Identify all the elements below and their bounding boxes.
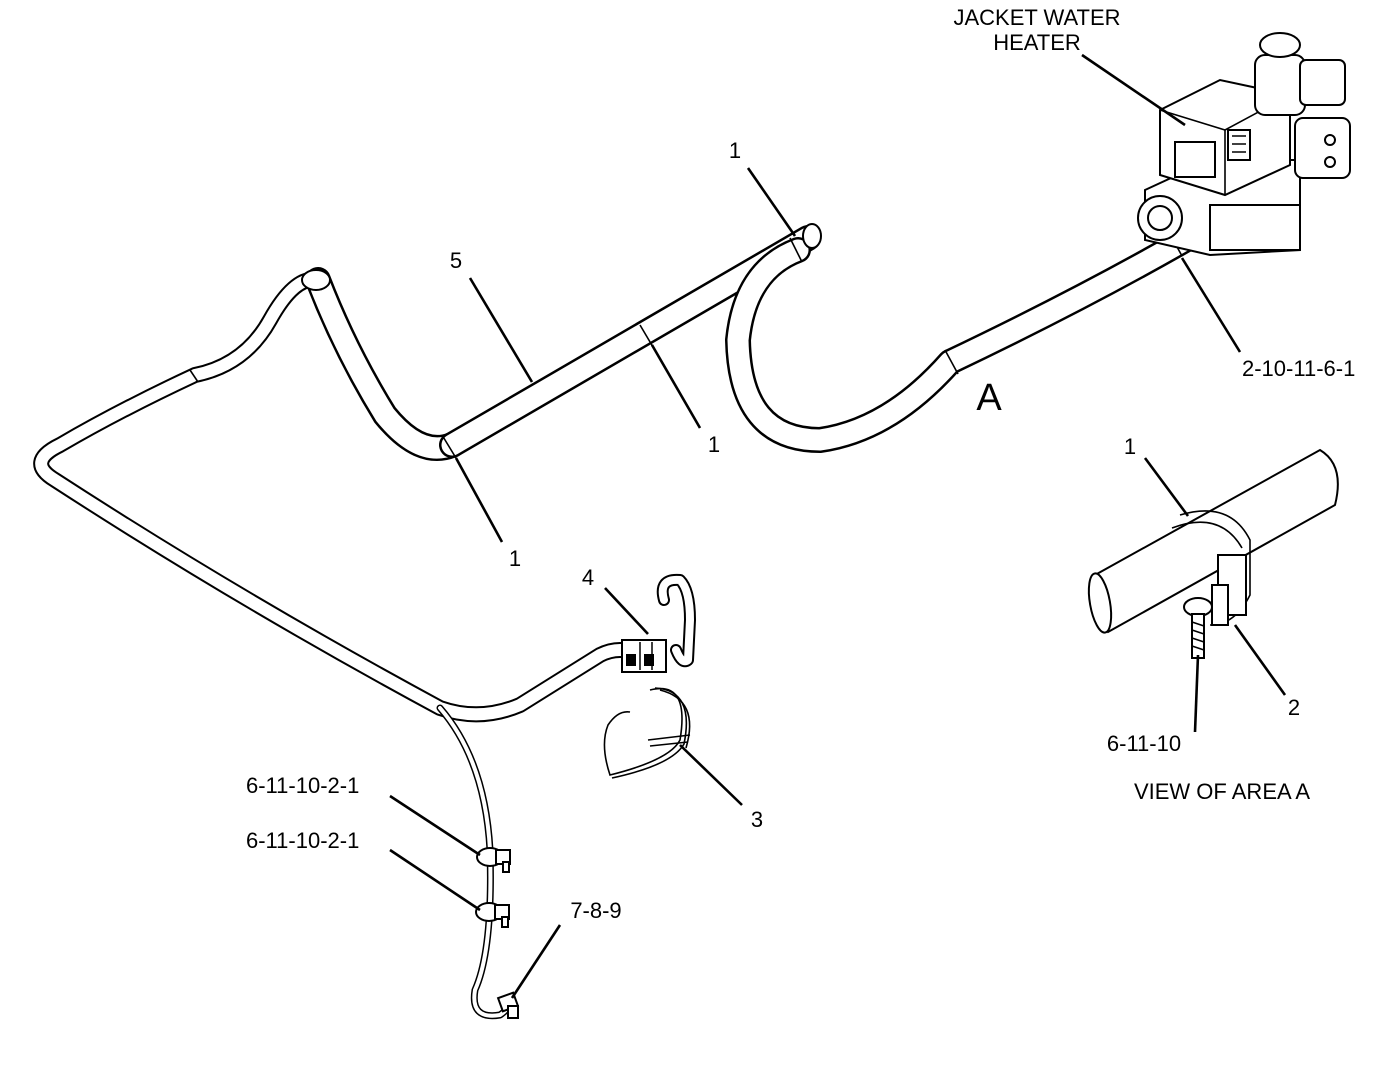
label-detail-clip-1: 1 [1124, 434, 1136, 459]
fitting-part [496, 991, 520, 1019]
label-clamp-upper: 6-11-10-2-1 [246, 773, 359, 798]
label-harness-3: 3 [751, 807, 763, 832]
label-detail-bolt: 6-11-10 [1107, 731, 1181, 756]
label-fitting: 7-8-9 [570, 898, 621, 923]
label-jacket-water-heater-line2: HEATER [993, 30, 1081, 55]
label-clip-1-mid: 1 [708, 432, 720, 457]
label-clip-ref-a: 2-10-11-6-1 [1242, 356, 1355, 381]
jacket-water-heater-part [1137, 32, 1351, 257]
leader-lines [389, 53, 1287, 999]
label-clip-1-top: 1 [729, 138, 741, 163]
label-connector-4: 4 [582, 565, 594, 590]
clamp-lower-part [475, 902, 510, 928]
label-tube-5: 5 [450, 248, 462, 273]
label-clamp-lower: 6-11-10-2-1 [246, 828, 359, 853]
detail-view-part [1087, 448, 1339, 659]
label-jacket-water-heater-line1: JACKET WATER [953, 5, 1120, 30]
label-detail-bracket-2: 2 [1288, 695, 1300, 720]
label-clip-1-left: 1 [509, 546, 521, 571]
label-area-marker: A [976, 377, 1002, 419]
wire-drop [436, 704, 516, 1020]
connector-part [621, 573, 696, 673]
small-tube [33, 269, 648, 723]
main-hose [305, 167, 1248, 461]
labels: JACKET WATER HEATER 1 5 1 1 2-10-11-6-1 … [246, 5, 1355, 923]
harness-part [603, 687, 691, 779]
label-detail-caption: VIEW OF AREA A [1134, 779, 1310, 804]
clamp-upper-part [476, 847, 511, 873]
